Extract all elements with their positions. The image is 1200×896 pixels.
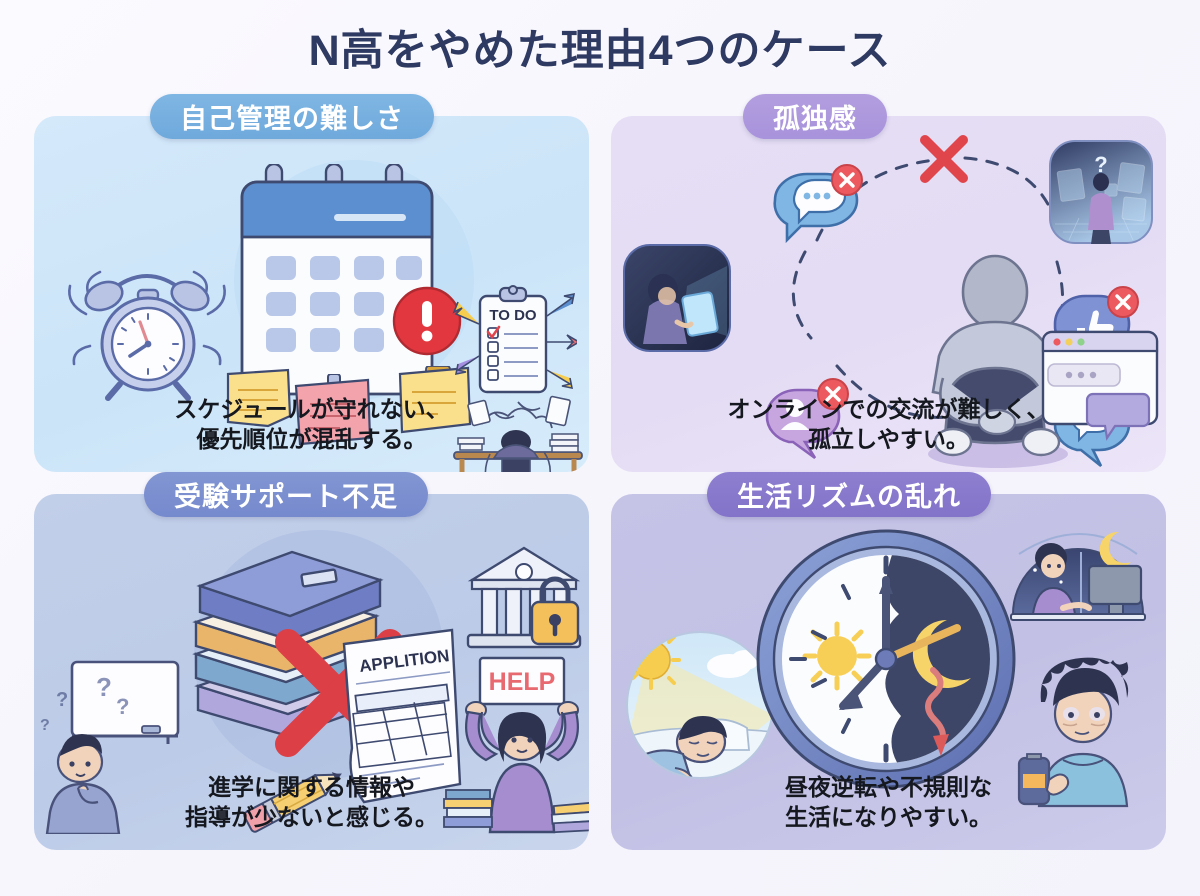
- question-mark-label: ?: [1094, 152, 1107, 177]
- panel-artwork-life-rhythm: [611, 494, 1166, 850]
- sticky-note-pink-illustration: [294, 374, 372, 446]
- day-night-split-clock-illustration: [756, 529, 1016, 789]
- panel-grid: TO DO: [34, 94, 1166, 864]
- profile-bubble-blocked-icon: [765, 378, 849, 460]
- application-form-illustration: APPLITION: [342, 628, 462, 804]
- panel-artwork-exam-support: ? ? ? ?: [34, 494, 589, 850]
- panel-artwork-self-management: TO DO: [34, 116, 589, 472]
- panel-badge-loneliness: 孤独感: [743, 94, 887, 139]
- panel-badge-self-management: 自己管理の難しさ: [150, 94, 434, 139]
- question-mark-label: ?: [56, 689, 68, 711]
- question-mark-label: ?: [116, 694, 129, 719]
- student-holding-help-sign-illustration: HELP: [443, 656, 589, 834]
- panel-badge-life-rhythm: 生活リズムの乱れ: [707, 472, 991, 517]
- todo-clipboard-illustration: TO DO: [452, 285, 577, 394]
- caption-line-1: オンラインでの交流が難しく、: [727, 396, 1050, 423]
- panel-badge-exam-support: 受験サポート不足: [144, 472, 428, 517]
- overwhelmed-student-at-desk-illustration: [453, 395, 583, 472]
- alarm-clock-ringing-illustration: [68, 270, 226, 401]
- help-sign-label: HELP: [489, 668, 556, 696]
- confused-student-at-whiteboard-illustration: ? ? ? ?: [40, 660, 180, 834]
- panel-badge-label: 孤独感: [773, 104, 857, 134]
- student-with-tablet-in-dark-tile-illustration: [623, 244, 731, 352]
- panel-exam-support: ? ? ? ?: [34, 472, 589, 850]
- panel-life-rhythm: 生活リズムの乱れ 昼夜逆転や不規則な 生活になりやすい。: [611, 472, 1166, 850]
- pencil-illustration: [243, 772, 342, 833]
- sticky-note-yellow-2-illustration: [398, 366, 472, 434]
- alert-exclamation-badge-icon: [392, 286, 462, 356]
- calendar-with-sticky-notes-illustration: [240, 164, 434, 396]
- empty-chat-window-panel-illustration: [1041, 330, 1159, 441]
- panel-caption-self-management: スケジュールが守れない、 優先順位が混乱する。: [34, 395, 589, 454]
- caption-line-2: 孤立しやすい。: [808, 425, 969, 452]
- panel-badge-label: 受験サポート不足: [174, 482, 398, 512]
- sleeping-in-daylight-illustration: [626, 631, 774, 779]
- panel-self-management: TO DO: [34, 94, 589, 472]
- caption-line-1: 進学に関する情報や: [208, 774, 415, 801]
- page-title: N高をやめた理由4つのケース: [308, 27, 892, 75]
- panel-caption-life-rhythm: 昼夜逆転や不規則な 生活になりやすい。: [611, 773, 1166, 832]
- late-night-computer-user-illustration: [1010, 531, 1146, 621]
- virtual-space-question-tile-illustration: ?: [1049, 140, 1153, 244]
- panel-caption-loneliness: オンラインでの交流が難しく、 孤立しやすい。: [611, 395, 1166, 454]
- locked-university-building-illustration: [466, 546, 582, 649]
- chat-bubble-blocked-icon: [773, 164, 863, 244]
- caption-line-2: 生活になりやすい。: [785, 803, 992, 830]
- caption-line-2: 優先順位が混乱する。: [196, 425, 427, 452]
- todo-label: TO DO: [489, 307, 537, 324]
- panel-caption-exam-support: 進学に関する情報や 指導が少ないと感じる。: [34, 773, 589, 832]
- question-mark-label: ?: [96, 672, 112, 702]
- panel-badge-label: 生活リズムの乱れ: [737, 482, 961, 512]
- panel-loneliness: ? 孤独感 オンラインでの交流が難しく、: [611, 94, 1166, 472]
- panel-badge-label: 自己管理の難しさ: [180, 104, 404, 134]
- caption-line-1: 昼夜逆転や不規則な: [785, 774, 992, 801]
- panel-artwork-loneliness: ?: [611, 116, 1166, 472]
- exhausted-student-with-energy-drink-illustration: [1017, 657, 1129, 808]
- question-mark-label: ?: [40, 717, 50, 734]
- sticky-note-yellow-illustration: [226, 368, 292, 428]
- caption-line-2: 指導が少ないと感じる。: [185, 803, 438, 830]
- caption-line-1: スケジュールが守れない、: [174, 396, 449, 423]
